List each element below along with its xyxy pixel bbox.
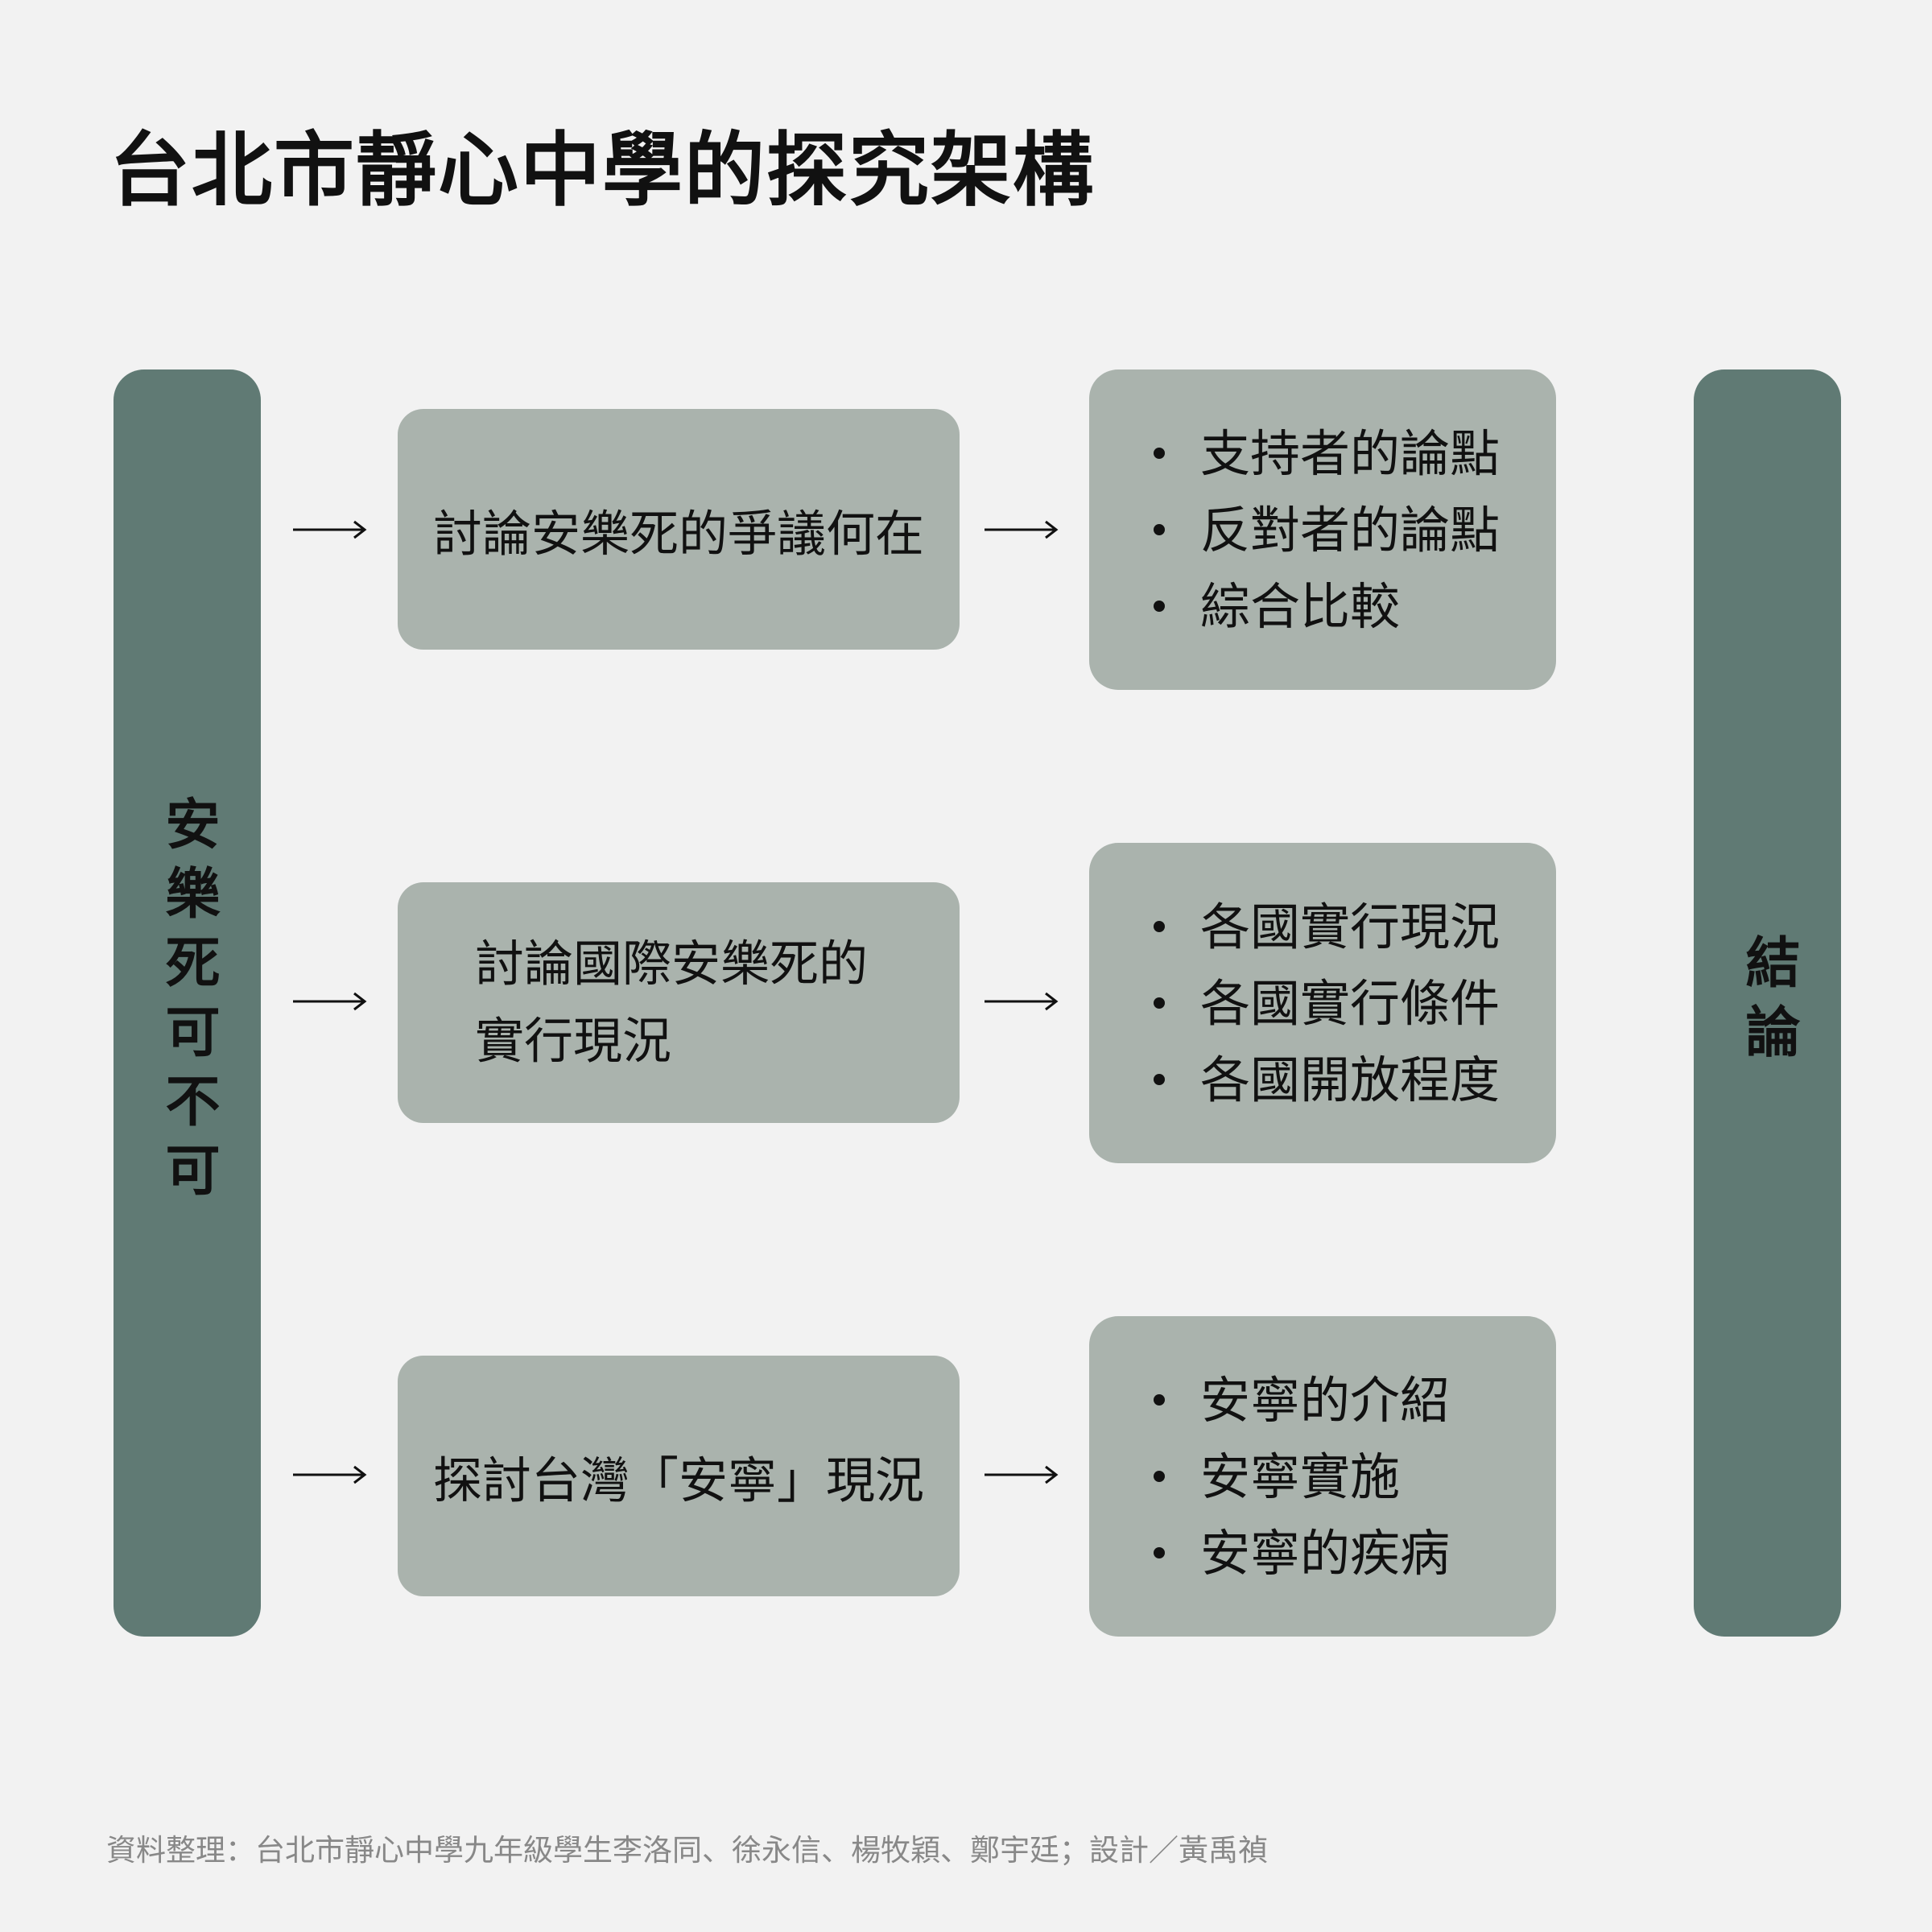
left-bar: 安樂死可不可 (114, 369, 261, 1637)
topic-box-1: 討論安樂死的爭議何在 (398, 409, 960, 650)
list-item-text: 安寧實施 (1200, 1447, 1401, 1506)
list-item: 各國實行條件 (1154, 965, 1556, 1042)
topic-box-2: 討論國際安樂死的 實行現況 (398, 882, 960, 1123)
bullet-icon (1154, 1074, 1165, 1085)
list-item: 支持者的論點 (1154, 415, 1556, 492)
bullet-icon (1154, 997, 1165, 1009)
bullet-icon (1154, 1547, 1165, 1558)
arrow-icon (293, 520, 367, 539)
arrow-icon (985, 520, 1059, 539)
conclusion-bar: 結論 (1694, 369, 1841, 1637)
list-item-text: 各國開放程度 (1200, 1050, 1501, 1109)
list-item: 安寧實施 (1154, 1439, 1556, 1515)
list-box-1: 支持者的論點 反對者的論點 綜合比較 (1089, 369, 1556, 690)
arrow-icon (293, 992, 367, 1011)
list-item-text: 各國實行條件 (1200, 973, 1501, 1033)
list-box-3: 安寧的介紹 安寧實施 安寧的疾病 (1089, 1316, 1556, 1637)
topic-text: 討論安樂死的爭議何在 (432, 506, 924, 563)
list-item-text: 反對者的論點 (1200, 500, 1501, 559)
left-bar-label: 安樂死可不可 (155, 795, 219, 1211)
topic-text: 探討台灣「安寧」現況 (432, 1452, 924, 1509)
list-item: 反對者的論點 (1154, 492, 1556, 568)
source-credit: 資料整理：台北市靜心中學九年級學生李洛同、徐永信、楊牧穎、鄭宇廷；設計／黃禹禎 (106, 1833, 1268, 1868)
bullet-icon (1154, 921, 1165, 932)
topic-text: 實行現況 (475, 1012, 672, 1070)
arrow-icon (293, 1465, 367, 1484)
arrow-icon (985, 1465, 1059, 1484)
list-box-2: 各國實行現況 各國實行條件 各國開放程度 (1089, 843, 1556, 1163)
arrow-icon (985, 992, 1059, 1011)
bullet-icon (1154, 1471, 1165, 1482)
list-item: 安寧的介紹 (1154, 1362, 1556, 1439)
bullet-icon (1154, 448, 1165, 459)
list-item-text: 支持者的論點 (1200, 423, 1501, 483)
list-item-text: 綜合比較 (1200, 576, 1401, 636)
list-item-text: 安寧的疾病 (1200, 1523, 1451, 1583)
list-item: 各國實行現況 (1154, 889, 1556, 965)
list-item-text: 各國實行現況 (1200, 897, 1501, 956)
bullet-icon (1154, 524, 1165, 535)
list-item: 各國開放程度 (1154, 1042, 1556, 1118)
list-item: 綜合比較 (1154, 568, 1556, 645)
conclusion-label: 結論 (1736, 934, 1799, 1072)
list-item-text: 安寧的介紹 (1200, 1370, 1451, 1430)
topic-text: 討論國際安樂死的 (475, 935, 869, 993)
topic-box-3: 探討台灣「安寧」現況 (398, 1356, 960, 1596)
bullet-icon (1154, 1394, 1165, 1406)
bullet-icon (1154, 601, 1165, 612)
list-item: 安寧的疾病 (1154, 1515, 1556, 1591)
page-title: 台北市靜心中學的探究架構 (109, 123, 1095, 217)
